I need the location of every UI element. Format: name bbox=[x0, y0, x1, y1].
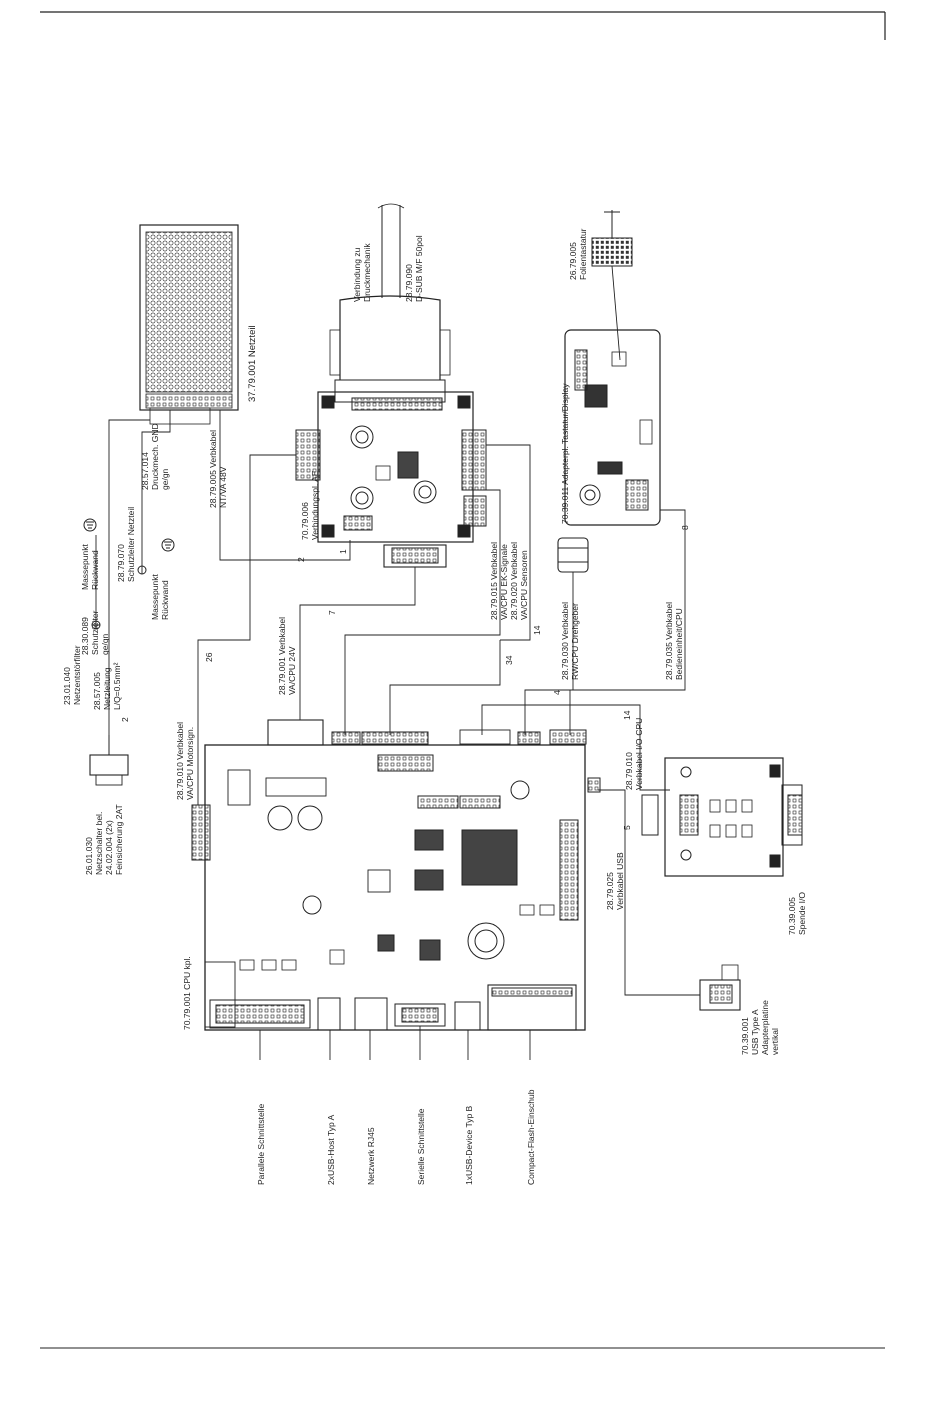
massepunkt-2-a: Massepunkt bbox=[150, 574, 160, 620]
membrane-keyboard bbox=[591, 210, 633, 361]
usb-adapter-name: USB Type A bbox=[750, 1009, 760, 1055]
verbindung-ae-num: 70.79.006 bbox=[300, 502, 310, 540]
schutzleiter-netz-name: Schutzleiter Netzteil bbox=[126, 507, 136, 582]
netzleitung-name: Netzleitung bbox=[102, 667, 112, 710]
druckmech-gnd-color: ge/gn bbox=[160, 468, 170, 490]
wire-count-5: 5 bbox=[622, 825, 632, 830]
wire-count-26: 26 bbox=[204, 652, 214, 662]
va-cpu-sens-label-2: VA/CPU Sensoren bbox=[519, 550, 529, 620]
netzschalter-fuse-type: Feinsicherung 2AT bbox=[114, 804, 124, 875]
wire-count-14a: 14 bbox=[532, 625, 542, 635]
folientastatur-name: Folientastatur bbox=[578, 228, 588, 280]
port-network: Netzwerk RJ45 bbox=[366, 1127, 376, 1185]
massepunkt-1-a: Massepunkt bbox=[80, 544, 90, 590]
dsub-label-1: 28.79.090 bbox=[404, 264, 414, 302]
wire-count-2b: 2 bbox=[296, 557, 306, 562]
wire-count-1: 1 bbox=[338, 549, 348, 554]
verbindung-label-2: Druckmechanik bbox=[362, 243, 372, 302]
va-cpu-sens-label-1: 28.79.020 Verbkabel bbox=[509, 542, 519, 620]
usb-kabel-label-2: Verbkabel USB bbox=[615, 852, 625, 910]
wire-count-34: 34 bbox=[504, 655, 514, 665]
port-leader-lines bbox=[259, 1026, 531, 1060]
druckmech-gnd-name: Druckmech. GND bbox=[150, 423, 160, 490]
netzleitung-spec: L/Q=0.5mm² bbox=[112, 662, 122, 710]
adapter-board-keyboard-display bbox=[564, 329, 661, 526]
va-cpu-24-label-1: 28.79.001 Verbkabel bbox=[277, 617, 287, 695]
wire-count-7: 7 bbox=[327, 610, 337, 615]
rw-cpu-label-2: RW/CPU Drehgeber bbox=[570, 603, 580, 680]
spende-io-board bbox=[641, 757, 803, 877]
massepunkt-2-b: Rückwand bbox=[160, 580, 170, 620]
schutzleiter-netz-num: 28.79.070 bbox=[116, 544, 126, 582]
schutzleiter-name: Schutzleiter bbox=[90, 610, 100, 655]
verbindung-label-1: Verbindung zu bbox=[352, 247, 362, 302]
mains-filter bbox=[89, 735, 129, 786]
nt-va-label-1: 28.79.005 Verbkabel bbox=[208, 430, 218, 508]
netzschalter-name: Netzschalter bel. bbox=[94, 812, 104, 875]
netzteil-label: 37.79.001 Netzteil bbox=[247, 325, 258, 402]
druckmech-gnd-num: 28.57.014 bbox=[140, 452, 150, 490]
left-wires bbox=[95, 410, 171, 735]
folientastatur-num: 26.79.005 bbox=[568, 242, 578, 280]
encoder-connector bbox=[557, 537, 589, 573]
port-usb-device: 1xUSB-Device Typ B bbox=[464, 1105, 474, 1185]
port-compact-flash: Compact-Flash-Einschub bbox=[526, 1089, 536, 1185]
spende-name: Spende I/O bbox=[797, 892, 807, 935]
va-cpu-motor-label-1: 28.79.010 Verbkabel bbox=[175, 722, 185, 800]
usb-adapter-board bbox=[699, 964, 741, 1011]
io-cpu-label-2: Verbkabel I/O-CPU bbox=[634, 718, 644, 790]
power-supply bbox=[139, 224, 239, 425]
usb-adapter-orient: vertikal bbox=[770, 1028, 780, 1055]
cable-routes bbox=[197, 410, 700, 996]
connection-board-ae bbox=[295, 295, 487, 568]
nt-va-label-2: NT/VA 48V bbox=[218, 466, 228, 508]
usb-adapter-type: Adapterplatine bbox=[760, 1000, 770, 1055]
schutzleiter-num: 28.30.089 bbox=[80, 617, 90, 655]
va-cpu-24-label-2: VA/CPU 24V bbox=[287, 646, 297, 695]
netzschalter-fuse: 24.02.004 (2x) bbox=[104, 820, 114, 875]
port-parallel: Parallele Schnittstelle bbox=[256, 1103, 266, 1185]
port-usb-host: 2xUSB-Host Typ A bbox=[326, 1114, 336, 1185]
massepunkt-1-b: Rückwand bbox=[90, 550, 100, 590]
netzfilter-name: Netzentstörfilter bbox=[72, 645, 82, 705]
port-serial: Serielle Schnittstelle bbox=[416, 1108, 426, 1185]
wire-count-2a: 2 bbox=[120, 717, 130, 722]
usb-kabel-label-1: 28.79.025 bbox=[605, 872, 615, 910]
ground-symbols bbox=[83, 518, 175, 630]
wire-count-8: 8 bbox=[680, 525, 690, 530]
va-cpu-ek-label-1: 28.79.015 Verbkabel bbox=[489, 542, 499, 620]
verbindung-ae-name: Verbindungspl. AE bbox=[310, 470, 320, 540]
spende-num: 70.39.005 bbox=[787, 897, 797, 935]
cpu-label: 70.79.001 CPU kpl. bbox=[182, 956, 192, 1030]
va-cpu-motor-label-2: VA/CPU Motorsign. bbox=[185, 727, 195, 800]
page-frame bbox=[40, 11, 886, 1349]
io-cpu-label-1: 28.79.010 bbox=[624, 752, 634, 790]
wire-count-4: 4 bbox=[552, 690, 562, 695]
netzleitung-num: 28.57.005 bbox=[92, 672, 102, 710]
netzschalter-num: 26.01.030 bbox=[84, 837, 94, 875]
usb-adapter-num: 70.39.001 bbox=[740, 1017, 750, 1055]
bed-cpu-label-1: 28.79.035 Verbkabel bbox=[664, 602, 674, 680]
bed-cpu-label-2: Bedieneinheit/CPU bbox=[674, 608, 684, 680]
va-cpu-ek-label-2: VA/CPU EK-Signale bbox=[499, 544, 509, 620]
wire-count-14b: 14 bbox=[622, 710, 632, 720]
netzfilter-num: 23.01.040 bbox=[62, 667, 72, 705]
dsub-label-2: D-SUB M/F 50pol bbox=[414, 235, 424, 302]
dsub-cable bbox=[377, 203, 405, 298]
rw-cpu-label-1: 28.79.030 Verbkabel bbox=[560, 602, 570, 680]
cpu-board bbox=[191, 719, 601, 1031]
adapter-td-label: 70.39.011 Adapterpl. Tastatur/Display bbox=[560, 383, 570, 524]
schutzleiter-color: ge/gn bbox=[100, 633, 110, 655]
